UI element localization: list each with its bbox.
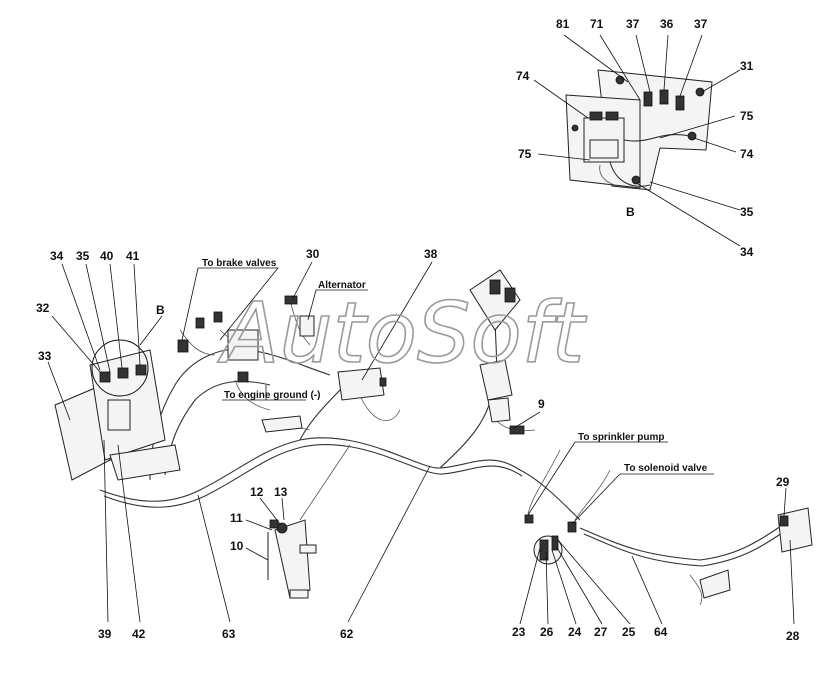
part-number: 13 xyxy=(274,485,288,499)
part-number: 32 xyxy=(36,301,50,315)
part-number: 40 xyxy=(100,249,114,263)
part-number: 71 xyxy=(590,17,604,31)
part-number: 62 xyxy=(340,627,354,641)
part-number: 74 xyxy=(516,69,530,83)
part-number: 38 xyxy=(424,247,438,261)
detail-b-marker: B xyxy=(156,303,165,317)
label-sprinkler-pump: To sprinkler pump xyxy=(578,432,665,443)
label-brake-valves: To brake valves xyxy=(202,258,277,269)
left-component-cluster xyxy=(54,295,387,481)
part-number: 24 xyxy=(568,625,582,639)
label-solenoid-valve: To solenoid valve xyxy=(624,463,708,474)
part-number: 39 xyxy=(98,627,112,641)
part-number: 75 xyxy=(518,147,532,161)
part-number: 64 xyxy=(654,625,668,639)
part-number: 27 xyxy=(594,625,608,639)
part-number: 63 xyxy=(222,627,236,641)
label-engine-ground: To engine ground (-) xyxy=(224,390,320,401)
part-number: 81 xyxy=(556,17,570,31)
part-number: 41 xyxy=(126,249,140,263)
part-number: 29 xyxy=(776,475,790,489)
callout-labels: To brake valves Alternator To engine gro… xyxy=(156,205,708,474)
part-number: 75 xyxy=(740,109,754,123)
part-numbers: 81 71 37 36 37 31 74 75 75 74 35 34 34 3… xyxy=(36,17,800,643)
pedal-assembly xyxy=(267,519,317,599)
label-alternator: Alternator xyxy=(318,280,366,291)
part-number: 36 xyxy=(660,17,674,31)
sprinkler-cluster xyxy=(524,514,577,565)
part-number: 35 xyxy=(76,249,90,263)
part-number: 33 xyxy=(38,349,52,363)
right-end-components xyxy=(689,507,813,606)
part-number: 23 xyxy=(512,625,526,639)
part-number: 10 xyxy=(230,539,244,553)
part-number: 25 xyxy=(622,625,636,639)
part-number: 74 xyxy=(740,147,754,161)
part-number: 12 xyxy=(250,485,264,499)
part-number: 30 xyxy=(306,247,320,261)
watermark-text: AutoSoft xyxy=(217,284,587,382)
part-number: 31 xyxy=(740,59,754,73)
part-number: 34 xyxy=(740,245,754,259)
part-number: 11 xyxy=(230,511,243,525)
right-mid-components xyxy=(469,269,525,435)
part-number: 42 xyxy=(132,627,146,641)
part-number: 28 xyxy=(786,629,800,643)
part-number: 35 xyxy=(740,205,754,219)
detail-b-inset-marker: B xyxy=(626,205,635,219)
leader-lines xyxy=(47,261,795,625)
part-number: 9 xyxy=(538,397,545,411)
part-number: 34 xyxy=(50,249,64,263)
part-number: 37 xyxy=(626,17,640,31)
part-number: 26 xyxy=(540,625,554,639)
detail-b-inset xyxy=(533,34,741,247)
part-number: 37 xyxy=(694,17,708,31)
